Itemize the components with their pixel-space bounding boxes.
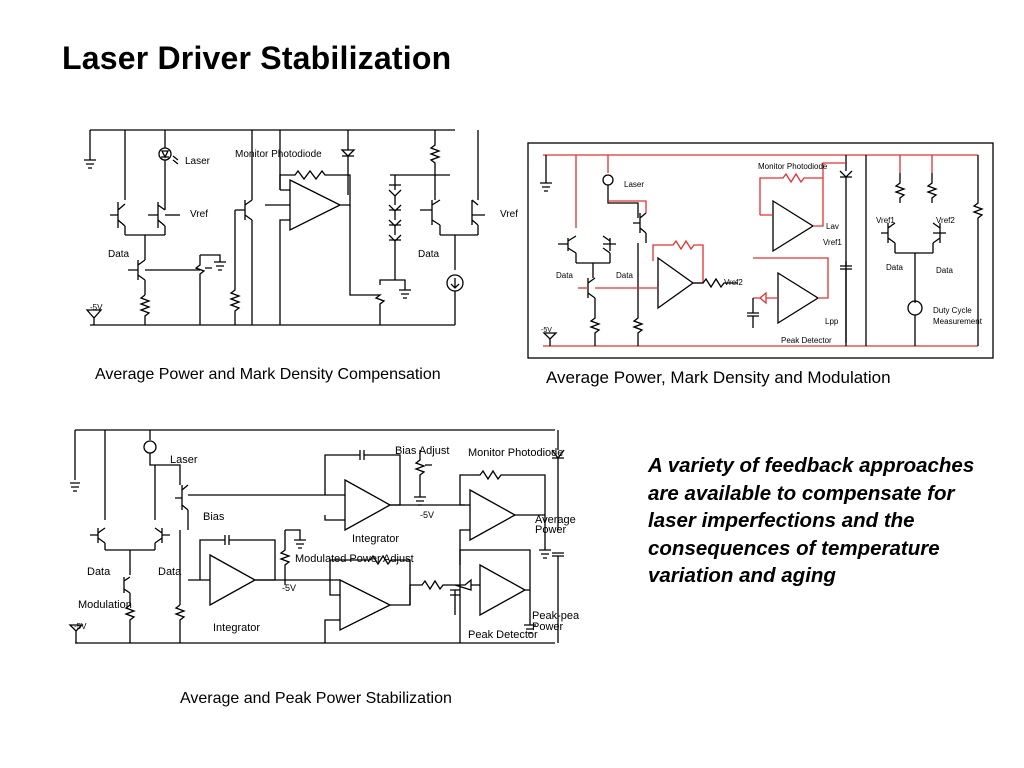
- modulation-label: Modulation: [78, 599, 132, 611]
- power-label-1: Power: [535, 524, 567, 536]
- laser-label: Laser: [185, 156, 211, 167]
- laser-label-2: Laser: [624, 180, 644, 189]
- neg5v-left-label: -5V: [74, 622, 87, 631]
- data-right-label-3: Data: [158, 566, 182, 578]
- neg5v-mid-label: -5V: [282, 583, 296, 593]
- peak-detector-label-2: Peak Detector: [781, 336, 832, 345]
- caption-circuit-3: Average and Peak Power Stabilization: [180, 690, 452, 707]
- neg5v-label: -5V: [90, 303, 103, 312]
- modulated-power-adjust-label: Modulated Power Adjust: [295, 553, 414, 565]
- bias-label: Bias: [203, 511, 225, 523]
- peak-detector-label-3: Peak Detector: [468, 629, 538, 641]
- data-label-a: Data: [556, 271, 573, 280]
- neg5v-top-label: -5V: [420, 510, 434, 520]
- vref1-label: Vref1: [876, 216, 895, 225]
- vref1-amp-label: Vref1: [823, 238, 842, 247]
- data-label-c: Data: [886, 263, 903, 272]
- caption-circuit-1: Average Power and Mark Density Compensat…: [95, 366, 441, 383]
- laser-label-3: Laser: [170, 454, 198, 466]
- vref-right-label: Vref: [500, 209, 518, 220]
- monitor-photodiode-label: Monitor Photodiode: [235, 149, 322, 160]
- integrator-top-label: Integrator: [352, 533, 399, 545]
- monitor-photodiode-label-2: Monitor Photodiode: [758, 162, 828, 171]
- vref-left-label: Vref: [190, 209, 208, 220]
- lpp-label: Lpp: [825, 317, 839, 326]
- data-right-label: Data: [418, 249, 440, 260]
- page-title: Laser Driver Stabilization: [62, 40, 452, 76]
- peak-pea-label: Peak-pea: [532, 610, 580, 622]
- data-label-b: Data: [616, 271, 633, 280]
- lav-label: Lav: [826, 222, 839, 231]
- measurement-label: Measurement: [933, 317, 983, 326]
- data-left-label: Data: [108, 249, 130, 260]
- feedback-approaches-text: A variety of feedback approaches are ava…: [648, 454, 975, 587]
- data-left-label-3: Data: [87, 566, 111, 578]
- monitor-photodiode-label-3: Monitor Photodiode: [468, 447, 563, 459]
- circuit-diagram-2: Laser Monitor Photodiode Lav Vref1 Vref2…: [527, 142, 994, 359]
- average-label: Average: [535, 514, 576, 526]
- caption-circuit-2: Average Power, Mark Density and Modulati…: [546, 368, 891, 387]
- vref2-amp-label: Vref2: [724, 278, 743, 287]
- neg5v-label-2: -5V: [541, 327, 552, 334]
- circuit-diagram-3: Laser Bias Adjust Monitor Photodiode Bia…: [68, 429, 580, 644]
- bias-adjust-label: Bias Adjust: [395, 445, 449, 457]
- power-label-2: Power: [532, 621, 564, 633]
- integrator-bottom-label: Integrator: [213, 622, 260, 634]
- circuit-diagram-1: Laser Monitor Photodiode Vref Vref Data …: [84, 129, 518, 326]
- vref2-label: Vref2: [936, 216, 955, 225]
- duty-cycle-label: Duty Cycle: [933, 306, 972, 315]
- data-label-d: Data: [936, 266, 953, 275]
